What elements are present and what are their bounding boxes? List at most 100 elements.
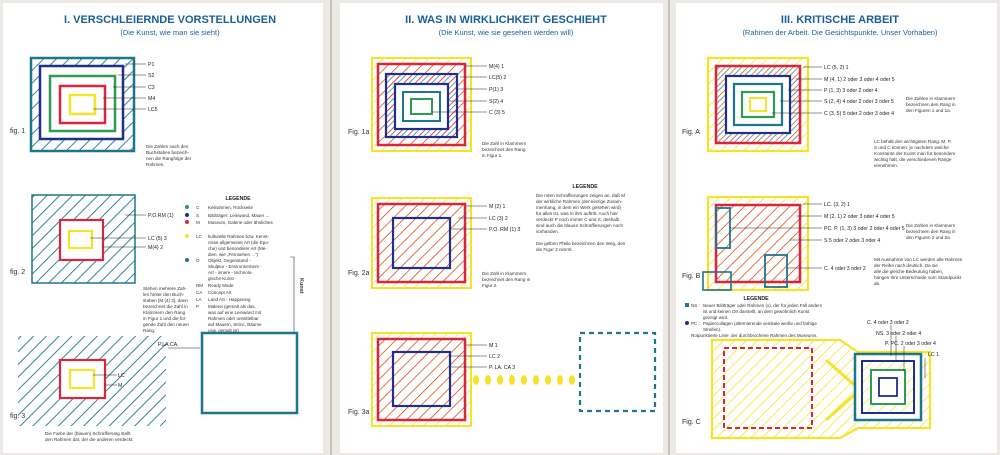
fig-1a-caption-3: in Figur 1. bbox=[482, 153, 502, 158]
legend-text-la: Land Art - Happening bbox=[208, 297, 251, 302]
frame-p-a bbox=[724, 74, 792, 135]
legend-text-lc-2: nisse allgemeiner Art (die Epo- bbox=[208, 240, 270, 245]
label-a-s: S (2, 4) 4 oder 2 oder 3 oder 5 bbox=[824, 99, 894, 105]
fig-1a-caption-1: Die Zahl in Klammern bbox=[482, 141, 527, 146]
fig-2a-caption-1: Die Zahl in Klammern bbox=[482, 271, 527, 276]
label-p-o-rm: P.O.RM (1) bbox=[148, 213, 174, 219]
panel-2: II. WAS IN WIRKLICHKEIT GESCHIEHT (Die K… bbox=[348, 14, 657, 427]
legend-2-line-5: verdeckt P noch immer C und S, deshalb bbox=[536, 217, 620, 222]
fig-2a-label: Fig. 2a bbox=[348, 270, 370, 277]
legend-text-o-2: Skulptur - Environnement - bbox=[208, 264, 262, 269]
label-c3-5: C (3) 5 bbox=[489, 110, 505, 116]
frame-c-a bbox=[740, 90, 776, 119]
frame-m-2a bbox=[376, 202, 467, 284]
legend-side-kunst: Kunst bbox=[298, 278, 304, 294]
label-lc5-2: LC(5) 2 bbox=[489, 75, 506, 81]
legend-2-line-2: der wirkliche Rahmen (der einzige Zusam- bbox=[536, 199, 623, 204]
frame-lc bbox=[67, 229, 94, 250]
frame-c3 bbox=[48, 74, 117, 133]
fig-b-caption2-5: ab. bbox=[874, 281, 880, 286]
frame-p-o-rm-2a bbox=[391, 216, 452, 270]
fig-2-caption-3: staben [M (4) 2], dann bbox=[143, 298, 188, 303]
legend-text-o-3: Art - innere - technolo- bbox=[208, 270, 253, 275]
fig-b-caption2-1: Mit Ausnahme von LC werden alle Rahmen bbox=[874, 257, 963, 262]
fig-1-caption-4: Rahmen. bbox=[146, 162, 165, 167]
fig-a-label: Fig. A bbox=[682, 129, 700, 136]
fig-c: C. 4 oder 3 oder 2 NS. 3 oder 2 oder 4 P… bbox=[682, 320, 939, 440]
label-p-la-ca-3: P. LA. CA 3 bbox=[489, 365, 515, 371]
fig-a: LC (5, 2) 1 M (4, 1) 2 oder 3 oder 4 ode… bbox=[682, 56, 956, 168]
label-b-lc: LC. (3, 2) 1 bbox=[824, 202, 850, 208]
label-b-pc-p: PC. P. (1, 3) 3 oder 2 oder 4 oder 5 bbox=[824, 226, 905, 232]
label-c-lc: LC 1 bbox=[928, 352, 939, 358]
label-m2-1: M (2) 1 bbox=[489, 204, 506, 210]
fig-b-caption1-1: Die Zahlen in Klammern bbox=[906, 223, 956, 228]
legend-3-text-ns-1: Neuer Bildträger oder Rahmen (x), der fü… bbox=[703, 303, 823, 308]
fig-2-caption-6: in Figur 1 und die fol- bbox=[143, 316, 187, 321]
legend-3-text-ns-2: ist und keinen Ort darstellt, an dem gew… bbox=[703, 309, 810, 314]
fig-2-caption-1: Stehen mehrere Zah- bbox=[143, 286, 187, 291]
fig-2-caption-2: len hinter den Buch- bbox=[143, 292, 185, 297]
label-m4: M4 bbox=[148, 96, 155, 102]
label-m-1: M 1 bbox=[489, 343, 498, 349]
fig-3-caption-1: Die Farbe der (blauen) Schraffierung ste… bbox=[45, 431, 131, 436]
legend-code-s: S bbox=[196, 213, 199, 218]
panel-3-subtitle: (Rahmen der Arbeit. Die Gesichtspunkte. … bbox=[742, 28, 938, 37]
frame-inner-a bbox=[749, 97, 767, 112]
fig-2a: M (2) 1 LC (3) 2 P.O. RM (1) 3 Fig. 2a D… bbox=[348, 197, 531, 289]
frame-dashed-3a bbox=[578, 331, 657, 413]
frame-s-a bbox=[732, 82, 784, 127]
label-p-o-rm1-3: P.O. RM (1) 3 bbox=[489, 227, 520, 233]
frame-c-b bbox=[764, 254, 788, 288]
label-p1: P1 bbox=[148, 62, 154, 68]
legend-text-p-5: usw. gemalt ist) bbox=[208, 328, 240, 333]
label-lc-3: LC bbox=[118, 373, 125, 379]
fig-b-caption1-2: bezeichnen den Rang in bbox=[906, 229, 956, 234]
label-m-4-2: M(4) 2 bbox=[148, 245, 163, 251]
panel-3-title: III. KRITISCHE ARBEIT bbox=[781, 14, 899, 26]
fig-a-caption1-3: den Figuren 1 und 1a. bbox=[906, 108, 951, 113]
legend-text-o-1: Objekt, Gegenstand - bbox=[208, 258, 251, 263]
legend-2-line-4: für alles ist, was in ihm auftritt. Auch… bbox=[536, 211, 618, 216]
fig-1a: M(4) 1 LC(5) 2 P(1) 3 S(2) 4 C (3) 5 Fig… bbox=[348, 57, 527, 158]
legend-code-m: M bbox=[196, 220, 200, 225]
label-m4-1: M(4) 1 bbox=[489, 64, 504, 70]
fig-1a-caption-2: bezeichnet den Rang bbox=[482, 147, 526, 152]
frame-m bbox=[58, 218, 105, 262]
legend-text-p-1: Malerei (gemalt als das, bbox=[208, 304, 256, 309]
legend-text-ca: Concept Art bbox=[208, 290, 232, 295]
legend-code-o: O bbox=[196, 258, 200, 263]
fig-2a-caption-3: Figur 2. bbox=[482, 283, 498, 288]
label-lc-5-3: LC (5) 3 bbox=[148, 236, 167, 242]
fig-a-caption1-1: Die Zahlen in Klammern bbox=[906, 96, 956, 101]
frame-external bbox=[200, 331, 299, 415]
fig-a-caption2-2: S und C können, je nachdem welche bbox=[874, 145, 949, 150]
label-lc3-2: LC (3) 2 bbox=[489, 216, 508, 222]
label-c3: C3 bbox=[148, 85, 155, 91]
panel-2-title: II. WAS IN WIRKLICHKEIT GESCHIEHT bbox=[405, 14, 607, 26]
fig-2-caption-8: Rang. bbox=[143, 328, 155, 333]
frame-c-1a bbox=[402, 91, 441, 122]
legend-1: LEGENDE C Keilrahmen, Rückseite S Bildtr… bbox=[185, 196, 304, 334]
fig-b-caption2-2: der Reihe nach deutlich. Da sie bbox=[874, 263, 938, 268]
legend-3-note: Rotpunktierte Linie: der durchbrochene R… bbox=[691, 333, 818, 338]
fig-a-caption2-1: LC behält den wichtigsten Rang. M, P, bbox=[874, 139, 952, 144]
legend-code-rm: RM bbox=[196, 283, 203, 288]
fig-1a-label: Fig. 1a bbox=[348, 129, 370, 136]
fig-1: P1 S2 C3 M4 LC5 fig. 1 Die Zahlen nach d… bbox=[10, 56, 192, 167]
legend-2-line-6: sind auch die blauen Schraffierungen noc… bbox=[536, 223, 623, 228]
fig-3a: M 1 LC 2 P. LA. CA 3 Fig. 3a bbox=[348, 331, 657, 427]
legend-3-text-pc-1: Papiercollagen (alternierende vertikale … bbox=[703, 321, 817, 326]
fig-b-label: Fig. B bbox=[682, 273, 701, 280]
fig-b-caption1-3: den Figuren 2 und 2a. bbox=[906, 235, 951, 240]
legend-3: LEGENDE NS : Neuer Bildträger oder Rahme… bbox=[685, 296, 823, 338]
frame-s2 bbox=[38, 64, 125, 141]
label-a-lc: LC (5, 2) 1 bbox=[824, 65, 849, 71]
label-b-m: M (2, 1) 2 oder 3 oder 4 oder 5 bbox=[824, 214, 895, 220]
fig-a-caption1-2: bezeichnen den Rang in bbox=[906, 102, 956, 107]
label-m-3: M bbox=[118, 383, 122, 389]
panel-1-title: I. VERSCHLEIERNDE VORSTELLUNGEN bbox=[64, 14, 276, 26]
panel-2-subtitle: (Die Kunst, wie sie gesehen werden will) bbox=[439, 28, 574, 37]
fig-2-label: fig. 2 bbox=[10, 269, 25, 276]
